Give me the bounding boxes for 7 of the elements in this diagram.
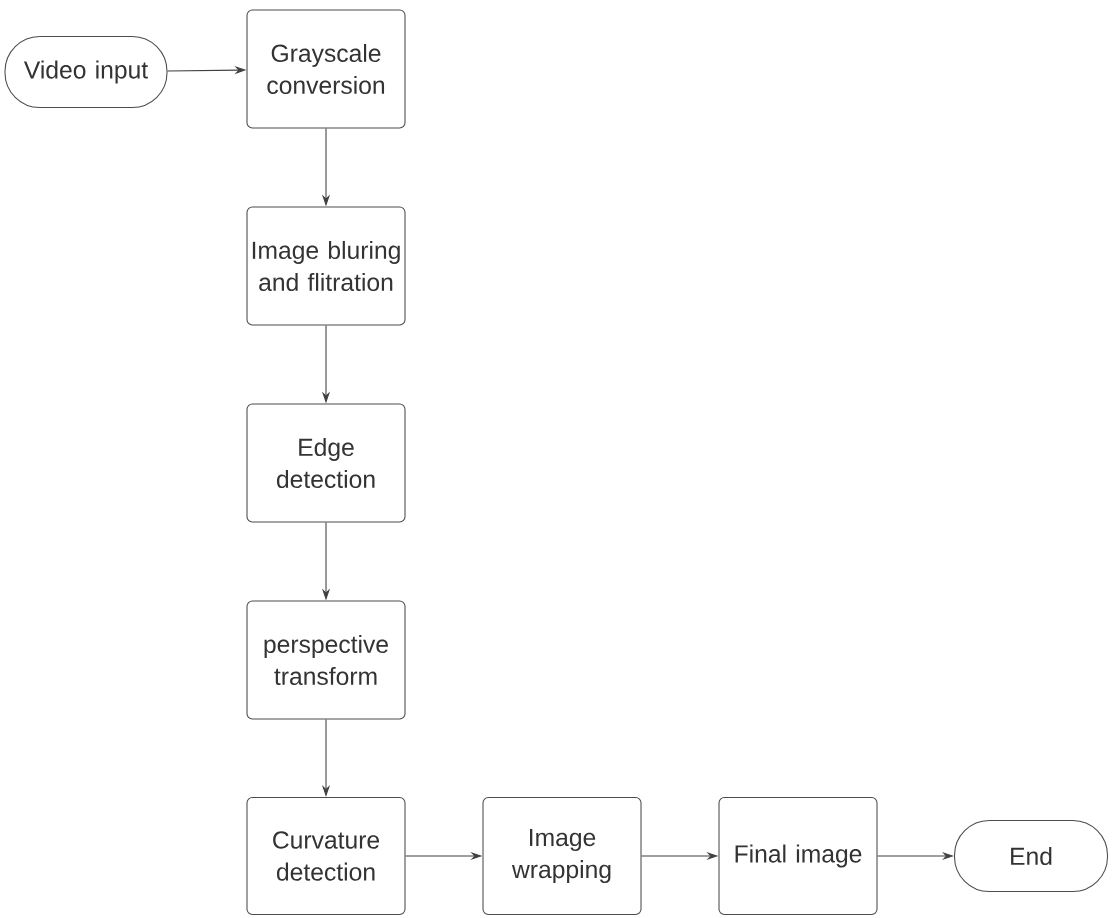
process-box: Edge detection — [246, 403, 406, 523]
process-box: perspective transform — [246, 600, 406, 720]
process-box: Curvature detection — [246, 796, 406, 916]
process-box: Grayscale conversion — [246, 9, 406, 129]
process-box: Image wrapping — [482, 796, 642, 916]
process-box: Final image — [718, 796, 878, 916]
process-box: Image bluring and flitration — [246, 206, 406, 326]
